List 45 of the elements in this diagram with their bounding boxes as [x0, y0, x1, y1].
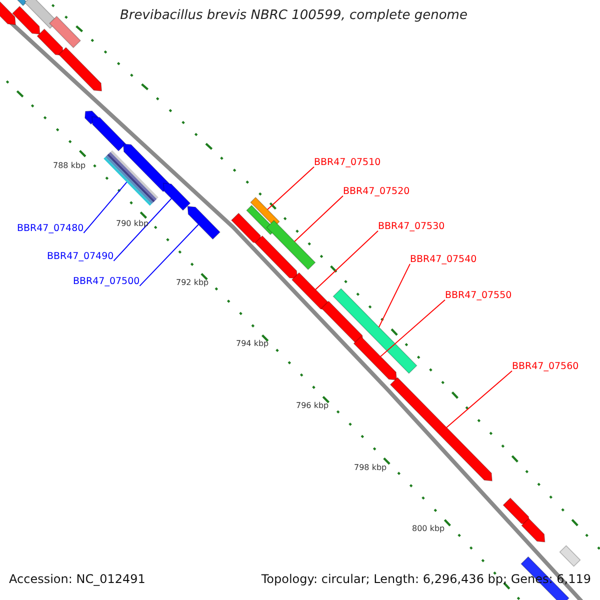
gene-block: [521, 518, 546, 542]
gene-block: [559, 545, 581, 567]
gene-block: [48, 16, 82, 48]
gene-label: BBR47_07530: [378, 222, 445, 233]
gene-block: [104, 150, 158, 206]
scale-label: 790 kbp: [116, 219, 149, 228]
gene-block: [266, 220, 316, 270]
leader-line: [113, 198, 172, 262]
gene-block: [187, 206, 220, 240]
gene-block: [92, 116, 126, 152]
gene-block: [36, 28, 64, 56]
gene-block: [163, 182, 191, 211]
gene-label: BBR47_07520: [343, 187, 410, 198]
info-text: Accession: NC_012491: [9, 573, 146, 587]
gene-block: [58, 46, 102, 92]
leader-line: [139, 224, 199, 286]
gene-block: [320, 300, 364, 344]
gene-block: [502, 498, 530, 525]
gene-label: BBR47_07560: [512, 362, 579, 373]
scale-label: 796 kbp: [296, 401, 329, 410]
leader-line: [380, 299, 446, 357]
gene-block: [122, 143, 171, 192]
leader-line: [446, 370, 512, 428]
leader-line: [267, 166, 314, 210]
gene-label: BBR47_07540: [410, 255, 477, 266]
gene-block: [254, 235, 298, 280]
gene-block: [353, 336, 398, 380]
title: Brevibacillus brevis NBRC 100599, complete genome: [120, 9, 468, 24]
gene-block: [0, 0, 16, 26]
gene-block: [230, 212, 262, 244]
gene-label: BBR47_07500: [73, 277, 140, 288]
leader-line: [83, 182, 128, 234]
leader-line: [378, 263, 410, 328]
scale-label: 800 kbp: [412, 524, 445, 534]
gene-block: [332, 288, 418, 374]
gene-label: BBR47_07490: [47, 252, 114, 263]
gene-block: [390, 377, 492, 482]
gene-block: [291, 272, 329, 310]
scale-label: 788 kbp: [53, 161, 86, 170]
leader-line: [315, 230, 378, 290]
scale-label: 792 kbp: [176, 278, 209, 288]
gene-label: BBR47_07480: [17, 224, 84, 235]
scale-label: 794 kbp: [236, 339, 269, 348]
gene-label: BBR47_07510: [314, 158, 381, 169]
gene-label: BBR47_07550: [445, 291, 512, 302]
